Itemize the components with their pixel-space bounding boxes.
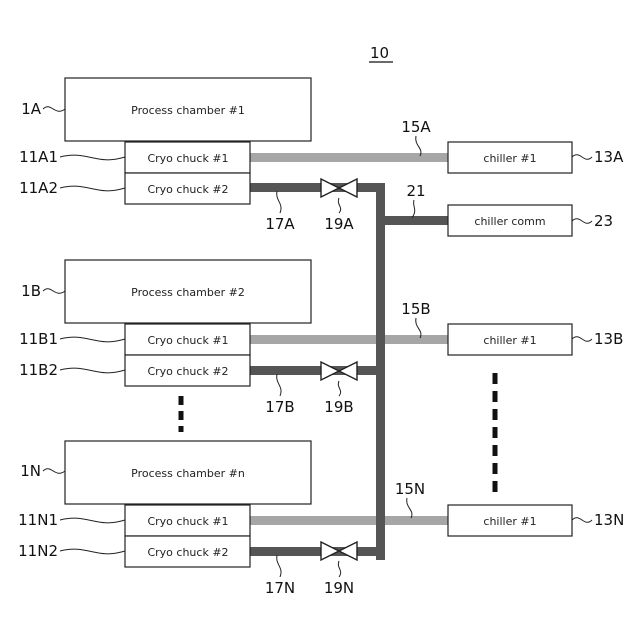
ref-15N: 15N bbox=[395, 480, 425, 498]
ref-11B2: 11B2 bbox=[19, 361, 58, 379]
cryo-chuck-11A2-label: Cryo chuck #2 bbox=[147, 183, 228, 196]
ref-13A: 13A bbox=[594, 148, 624, 166]
ref-17A: 17A bbox=[265, 215, 295, 233]
ref-1B: 1B bbox=[21, 282, 41, 300]
valve-19N[interactable] bbox=[321, 542, 357, 560]
pipe-17N bbox=[250, 547, 385, 556]
ref-11N2: 11N2 bbox=[18, 542, 58, 560]
cryo-chuck-11B1-label: Cryo chuck #1 bbox=[147, 334, 228, 347]
pipe-17A bbox=[250, 183, 385, 192]
process-chamber-n-label: Process chamber #n bbox=[131, 467, 245, 480]
valve-19A[interactable] bbox=[321, 179, 357, 197]
ref-21: 21 bbox=[406, 182, 425, 200]
process-chamber-1-label: Process chamber #1 bbox=[131, 104, 245, 117]
ref-15A: 15A bbox=[401, 118, 431, 136]
pipe-17B bbox=[250, 366, 385, 375]
ref-19B: 19B bbox=[324, 398, 353, 416]
ref-23: 23 bbox=[594, 212, 613, 230]
ref-11B1: 11B1 bbox=[19, 330, 58, 348]
pipe-15B bbox=[250, 335, 448, 344]
ref-19N: 19N bbox=[324, 579, 354, 597]
valve-19B[interactable] bbox=[321, 362, 357, 380]
ref-19A: 19A bbox=[324, 215, 354, 233]
ref-1N: 1N bbox=[20, 462, 41, 480]
cryo-chuck-11B2-label: Cryo chuck #2 bbox=[147, 365, 228, 378]
pipe-15N bbox=[250, 516, 448, 525]
ref-17B: 17B bbox=[265, 398, 294, 416]
valve-icon bbox=[321, 542, 339, 560]
ref-17N: 17N bbox=[265, 579, 295, 597]
cryo-chuck-11N2-label: Cryo chuck #2 bbox=[147, 546, 228, 559]
cryo-chuck-11A1-label: Cryo chuck #1 bbox=[147, 152, 228, 165]
valve-icon bbox=[321, 362, 339, 380]
ref-11N1: 11N1 bbox=[18, 511, 58, 529]
ref-1A: 1A bbox=[21, 100, 42, 118]
chiller-13A-label: chiller #1 bbox=[483, 152, 536, 165]
valve-icon bbox=[321, 179, 339, 197]
chiller-13N-label: chiller #1 bbox=[483, 515, 536, 528]
ref-13N: 13N bbox=[594, 511, 624, 529]
valve-icon bbox=[339, 542, 357, 560]
cryo-chuck-11N1-label: Cryo chuck #1 bbox=[147, 515, 228, 528]
process-chamber-2-label: Process chamber #2 bbox=[131, 286, 245, 299]
pipe-15A bbox=[250, 153, 448, 162]
ref-13B: 13B bbox=[594, 330, 623, 348]
ref-11A2: 11A2 bbox=[19, 179, 58, 197]
ref-11A1: 11A1 bbox=[19, 148, 58, 166]
valve-icon bbox=[339, 179, 357, 197]
figure-number: 10 bbox=[370, 44, 389, 62]
ref-15B: 15B bbox=[401, 300, 430, 318]
chiller-23-label: chiller comm bbox=[474, 215, 545, 228]
chiller-13B-label: chiller #1 bbox=[483, 334, 536, 347]
valve-icon bbox=[339, 362, 357, 380]
